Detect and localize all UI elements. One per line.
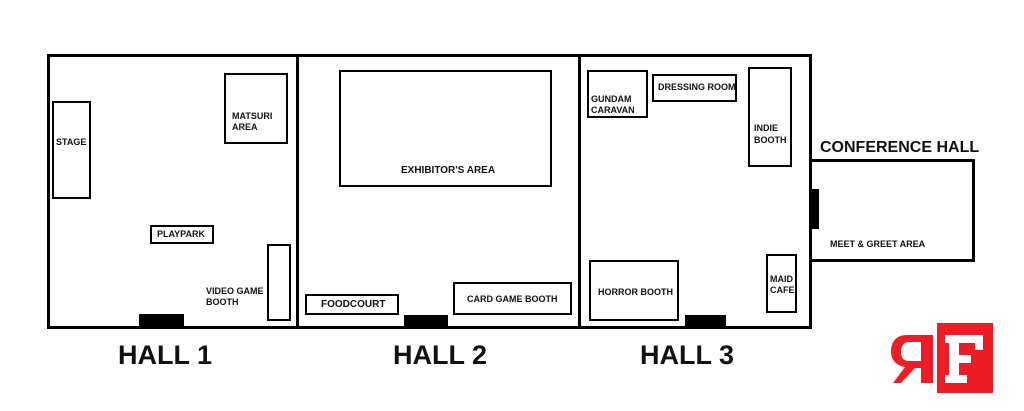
horror-label: HORROR BOOTH — [598, 287, 673, 297]
conference-entrance — [810, 189, 819, 229]
card-game-label: CARD GAME BOOTH — [467, 294, 558, 304]
hall-2-label: HALL 2 — [392, 340, 488, 370]
conference-hall-title: CONFERENCE HALL — [820, 139, 980, 156]
maid-label-1: MAID — [770, 274, 793, 284]
meet-greet-label: MEET & GREET AREA — [830, 239, 926, 249]
hall-3-label: HALL 3 — [639, 340, 735, 370]
maid-cafe — [766, 254, 797, 313]
stage-room — [52, 101, 91, 199]
hall-2-entrance — [404, 315, 448, 327]
hall-1-label: HALL 1 — [117, 340, 213, 370]
exhibitor-area — [339, 70, 552, 187]
playpark-label: PLAYPARK — [157, 229, 206, 239]
indie-label-1: INDIE — [754, 123, 779, 133]
hall-1-entrance — [139, 314, 184, 327]
matsuri-area — [224, 73, 288, 144]
indie-label-2: BOOTH — [754, 135, 787, 145]
exhibitor-label: EXHIBITOR'S AREA — [401, 165, 496, 176]
dressing-room — [652, 74, 737, 102]
playpark-area — [150, 225, 214, 244]
video-game-label-1: VIDEO GAME — [206, 286, 264, 296]
indie-booth — [748, 67, 792, 167]
gundam-label-1: GUNDAM — [591, 94, 632, 104]
video-game-booth — [267, 244, 291, 321]
horror-booth — [589, 260, 679, 321]
gundam-label-2: CARAVAN — [591, 105, 635, 115]
maid-label-2: CAFE — [770, 285, 795, 295]
hall-3-entrance — [685, 315, 726, 327]
stage-label: STAGE — [56, 137, 87, 147]
matsuri-label-2: AREA — [232, 122, 258, 132]
dressing-label: DRESSING ROOM — [658, 82, 736, 92]
video-game-label-2: BOOTH — [206, 297, 239, 307]
card-game-booth — [453, 282, 572, 315]
foodcourt-area — [305, 294, 399, 315]
gundam-caravan — [587, 70, 648, 118]
rf-logo — [891, 323, 993, 393]
hall-divider — [578, 55, 581, 328]
foodcourt-label: FOODCOURT — [321, 299, 386, 310]
hall-divider — [296, 55, 299, 328]
matsuri-label-1: MATSURI — [232, 111, 273, 121]
